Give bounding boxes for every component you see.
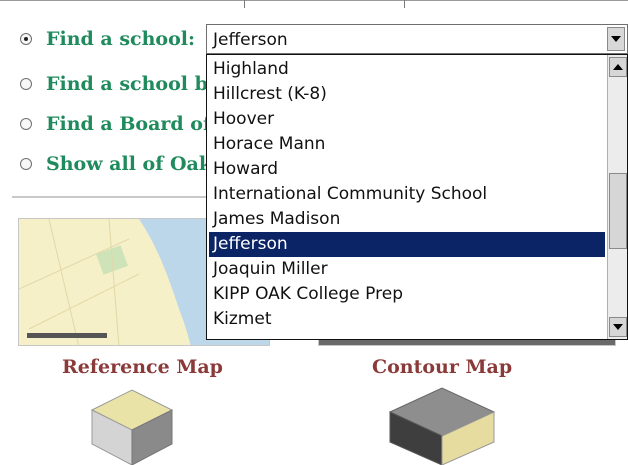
dropdown-option[interactable]: KIPP OAK College Prep — [213, 284, 403, 304]
dropdown-option[interactable]: International Community School — [213, 184, 488, 204]
option-find-school-by[interactable]: Find a school by — [20, 71, 219, 97]
school-select-value: Jefferson — [213, 30, 288, 50]
dropdown-option[interactable]: Hillcrest (K-8) — [213, 84, 327, 104]
arrow-up-icon — [613, 64, 623, 70]
option-find-board[interactable]: Find a Board of — [20, 111, 211, 137]
dropdown-option[interactable]: Highland — [213, 59, 289, 79]
school-dropdown-list[interactable]: Highland Hillcrest (K-8) Hoover Horace M… — [206, 54, 628, 340]
dropdown-option-selected[interactable]: Jefferson — [209, 232, 605, 257]
top-border — [0, 0, 628, 8]
option-label: Find a school: — [46, 28, 196, 50]
radio-find-board[interactable] — [20, 118, 32, 130]
top-line — [0, 0, 628, 1]
option-label: Find a Board of — [46, 113, 212, 135]
dropdown-option[interactable]: Horace Mann — [213, 134, 326, 154]
radio-find-school-by[interactable] — [20, 78, 32, 90]
reference-map-caption[interactable]: Reference Map — [62, 356, 223, 378]
scroll-up-button[interactable] — [609, 57, 627, 77]
arrow-down-icon — [613, 324, 623, 330]
dropdown-option[interactable]: James Madison — [213, 209, 341, 229]
dropdown-option[interactable]: Howard — [213, 159, 278, 179]
option-label: Show all of Oakland — [46, 153, 259, 175]
scroll-down-button[interactable] — [609, 317, 627, 337]
reference-cube-icon[interactable] — [86, 384, 178, 465]
option-show-all[interactable]: Show all of Oakland — [20, 151, 259, 177]
school-select[interactable]: Jefferson — [206, 24, 628, 54]
dropdown-option[interactable]: Hoover — [213, 109, 275, 129]
dropdown-option[interactable]: Joaquin Miller — [213, 259, 328, 279]
dropdown-button[interactable] — [607, 27, 625, 51]
scroll-thumb[interactable] — [609, 173, 627, 249]
chevron-down-icon — [611, 36, 621, 42]
dropdown-option[interactable]: Kizmet — [213, 309, 272, 329]
top-tick — [244, 0, 245, 8]
contour-cube-icon[interactable] — [384, 384, 500, 465]
option-find-school[interactable]: Find a school: — [20, 26, 195, 52]
radio-show-all[interactable] — [20, 158, 32, 170]
contour-map-caption[interactable]: Contour Map — [372, 356, 513, 378]
option-label: Find a school by — [46, 73, 219, 95]
top-tick — [404, 0, 405, 8]
radio-find-school[interactable] — [20, 33, 32, 45]
dropdown-scrollbar[interactable] — [607, 55, 627, 339]
